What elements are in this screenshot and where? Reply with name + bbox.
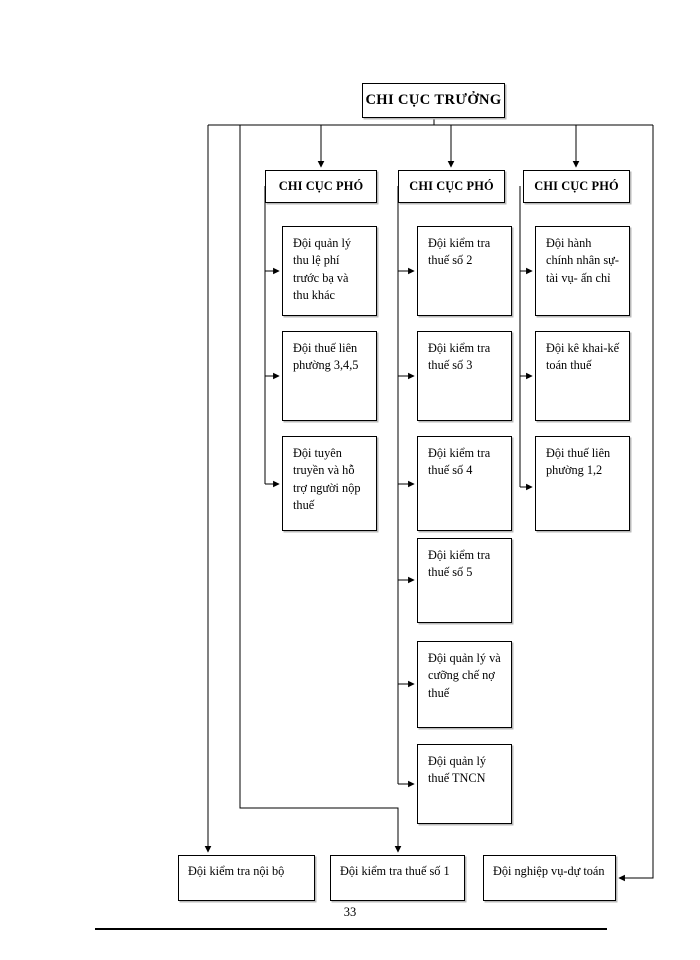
node-doi-kiem-tra-thue-so-3: Đội kiểm tra thuế số 3 [417, 331, 512, 421]
node-label: Đội kê khai-kế toán thuế [546, 341, 620, 373]
node-label: CHI CỤC PHÓ [278, 178, 364, 193]
node-chi-cuc-truong: CHI CỤC TRƯỞNG [362, 83, 505, 118]
page-footer: 33 [0, 906, 700, 919]
node-doi-kiem-tra-thue-so-5: Đội kiểm tra thuế số 5 [417, 538, 512, 623]
node-label: Đội kiểm tra thuế số 2 [428, 236, 491, 268]
node-chi-cuc-pho-2: CHI CỤC PHÓ [398, 170, 505, 203]
node-label: CHI CỤC PHÓ [534, 178, 619, 193]
node-doi-kiem-tra-thue-so-2: Đội kiểm tra thuế số 2 [417, 226, 512, 316]
node-label: CHI CỤC TRƯỞNG [365, 91, 502, 108]
node-doi-quan-ly-cuong-che-no-thue: Đội quản lý và cưỡng chế nợ thuế [417, 641, 512, 728]
node-doi-thue-lien-phuong-345: Đội thuế liên phường 3,4,5 [282, 331, 377, 421]
footer-divider [95, 928, 607, 930]
node-label: Đội thuế liên phường 3,4,5 [293, 341, 359, 373]
node-doi-kiem-tra-thue-so-4: Đội kiểm tra thuế số 4 [417, 436, 512, 531]
node-label: Đội quản lý và cưỡng chế nợ thuế [428, 651, 501, 700]
node-chi-cuc-pho-1: CHI CỤC PHÓ [265, 170, 377, 203]
node-label: Đội kiểm tra nội bộ [188, 864, 285, 878]
node-label: Đội quản lý thu lệ phí trước bạ và thu k… [293, 236, 352, 303]
node-label: Đội kiểm tra thuế số 3 [428, 341, 491, 373]
node-label: Đội kiểm tra thuế số 1 [340, 864, 450, 878]
node-label: Đội nghiệp vụ-dự toán [493, 864, 605, 878]
node-doi-kiem-tra-thue-so-1: Đội kiểm tra thuế số 1 [330, 855, 465, 901]
node-label: Đội kiểm tra thuế số 4 [428, 446, 491, 478]
node-doi-quan-ly-thu-le-phi-truoc-ba: Đội quản lý thu lệ phí trước bạ và thu k… [282, 226, 377, 316]
node-chi-cuc-pho-3: CHI CỤC PHÓ [523, 170, 630, 203]
node-doi-quan-ly-thue-tncn: Đội quản lý thuế TNCN [417, 744, 512, 824]
node-label: Đội tuyên truyền và hỗ trợ người nộp thu… [293, 446, 361, 513]
node-doi-ke-khai-ke-toan-thue: Đội kê khai-kế toán thuế [535, 331, 630, 421]
page-number: 33 [343, 905, 357, 919]
node-doi-kiem-tra-noi-bo: Đội kiểm tra nội bộ [178, 855, 315, 901]
node-doi-tuyen-truyen-ho-tro: Đội tuyên truyền và hỗ trợ người nộp thu… [282, 436, 377, 531]
node-label: Đội quản lý thuế TNCN [428, 754, 487, 786]
node-label: Đội hành chính nhân sự-tài vụ- ấn chỉ [546, 236, 619, 285]
node-label: Đội thuế liên phường 1,2 [546, 446, 611, 478]
node-doi-thue-lien-phuong-12: Đội thuế liên phường 1,2 [535, 436, 630, 531]
node-label: CHI CỤC PHÓ [409, 178, 494, 193]
node-doi-hanh-chinh-nhan-su: Đội hành chính nhân sự-tài vụ- ấn chỉ [535, 226, 630, 316]
node-doi-nghiep-vu-du-toan: Đội nghiệp vụ-dự toán [483, 855, 616, 901]
node-label: Đội kiểm tra thuế số 5 [428, 548, 491, 580]
